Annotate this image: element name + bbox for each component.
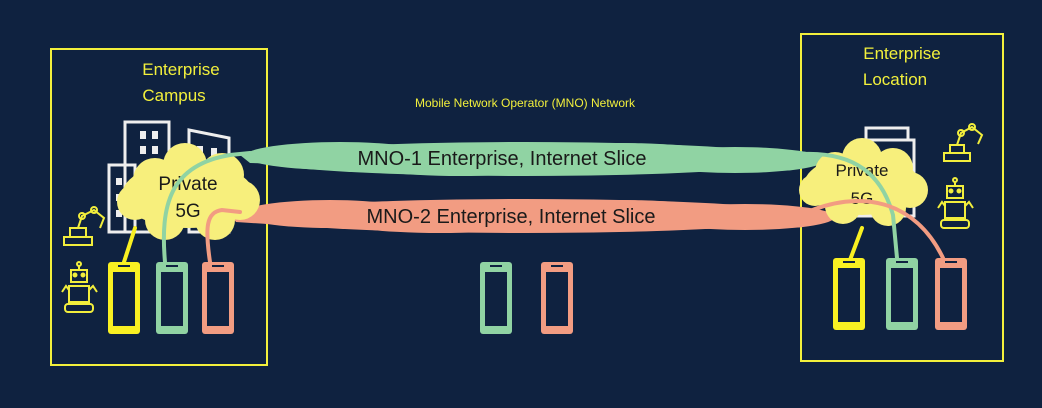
mno-network-title: Mobile Network Operator (MNO) Network — [415, 96, 636, 110]
connection-line-mno2-right — [801, 199, 945, 260]
smartphone-icon — [480, 262, 512, 334]
right-site-label-line2: Location — [863, 70, 927, 89]
private-5g-label-right-line1: Private — [836, 161, 889, 180]
service-robot-icon — [61, 261, 98, 313]
right-site-label-line1: Enterprise — [863, 44, 940, 63]
connection-line-private-right — [848, 226, 864, 262]
slice-tube-mno2 — [230, 199, 840, 233]
left-site-label-line2: Campus — [142, 86, 205, 105]
slice-label-mno2: MNO-2 Enterprise, Internet Slice — [367, 206, 656, 228]
smartphone-icon — [886, 258, 918, 330]
smartphone-icon — [202, 262, 234, 334]
private-5g-label-right-line2: 5G — [851, 189, 874, 208]
private-5g-label-left-line1: Private — [158, 174, 217, 195]
slice-tube-mno1 — [240, 142, 840, 176]
connection-line-mno1-right — [801, 151, 899, 260]
smartphone-icon — [935, 258, 967, 330]
service-robot-icon — [937, 177, 974, 229]
private-5g-label-left-line2: 5G — [175, 201, 200, 222]
smartphone-icon — [541, 262, 573, 334]
connection-line-private-left — [122, 226, 137, 264]
slice-label-mno1: MNO-1 Enterprise, Internet Slice — [358, 148, 647, 170]
private-5g-cloud-right — [799, 138, 928, 226]
robot-arm-icon — [943, 123, 984, 162]
smartphone-icon — [108, 262, 140, 334]
connection-line-mno1-left — [161, 151, 252, 264]
robot-arm-icon — [63, 206, 106, 246]
smartphone-icon — [833, 258, 865, 330]
smartphone-icon — [156, 262, 188, 334]
connection-line-mno2-left — [205, 207, 242, 264]
left-site-label-line1: Enterprise — [142, 60, 219, 79]
